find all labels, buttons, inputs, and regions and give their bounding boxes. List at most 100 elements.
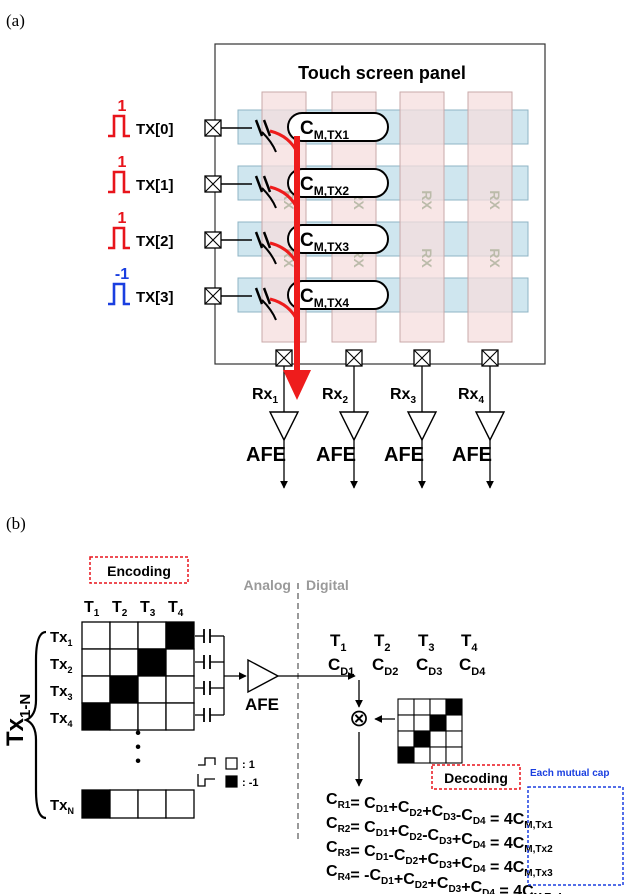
equation-part: 4C (513, 883, 534, 894)
equation-part: = (486, 859, 504, 876)
output-c-header: CD2 (372, 655, 398, 678)
encoding-row-label-main: Tx (50, 656, 68, 673)
decoding-cell (445, 730, 463, 748)
tx-label: TX[1] (136, 177, 174, 194)
equation-part: = (495, 883, 513, 894)
signal-lead (261, 131, 277, 153)
mutual-cap-label-sub: M,TX2 (314, 184, 350, 198)
equation-part: = (350, 867, 364, 884)
mutual-cap-pill (287, 224, 389, 254)
tx-label: TX[0] (136, 121, 174, 138)
rx-label-main: Rx (252, 386, 273, 403)
encoding-cell (81, 702, 111, 731)
decoding-cell (413, 730, 431, 748)
equation-subscript: D4 (473, 840, 486, 851)
equation-subscript: D1 (381, 876, 394, 887)
legend-text-negative: : -1 (242, 777, 259, 789)
equation-part: 4C (504, 859, 525, 876)
output-t-header: T2 (374, 631, 391, 654)
analog-label: Analog (244, 577, 291, 593)
output-t-header-main: T (461, 631, 472, 650)
encoding-row-label-main: Tx (50, 710, 68, 727)
panel-a-label: (a) (6, 11, 25, 30)
rx-electrode-label: RX (419, 190, 435, 210)
output-t-header-sub: 1 (340, 642, 346, 654)
encoding-row-label-last-main: Tx (50, 797, 68, 814)
equation-subscript: D4 (473, 816, 486, 827)
mutual-cap-label: CM,TX1 (300, 118, 349, 142)
capacitor-plate (262, 119, 272, 137)
mutual-cap-label-main: C (300, 118, 314, 139)
encoding-col-header-sub: 4 (178, 608, 184, 619)
output-c-header-sub: D3 (428, 666, 442, 678)
summed-current-arrow-head (283, 370, 311, 400)
signal-lead (261, 187, 277, 209)
equation-part: +C (394, 871, 415, 888)
equation-part: = (350, 795, 364, 812)
mutual-cap-label-sub: M,TX4 (314, 296, 350, 310)
rx-label-sub: 2 (342, 395, 348, 406)
equation-part: = (486, 835, 504, 852)
decoding-cell (445, 746, 463, 764)
decoding-cell (413, 698, 431, 716)
mutual-cap-label: CM,TX4 (300, 286, 349, 310)
equation-part: C (364, 819, 376, 836)
tx-label: TX[3] (136, 289, 174, 306)
encoding-cell (165, 702, 195, 731)
touch-panel-title: Touch screen panel (298, 63, 466, 83)
equation-subscript: D3 (439, 836, 452, 847)
decoding-cell (445, 698, 463, 716)
mutual-cap-pill (287, 168, 389, 198)
equation-part: +C (389, 823, 410, 840)
decoding-equation: CR4= -CD1+CD2+CD3+CD4 = 4CM,Tx4 (326, 863, 562, 894)
row-brace (23, 630, 47, 820)
rx-label: Rx1 (252, 386, 278, 406)
rx-label: Rx3 (390, 386, 416, 406)
tx-pulse-value: 1 (118, 98, 127, 115)
encoding-cell (81, 789, 111, 819)
afe-label: AFE (246, 444, 286, 466)
encoding-cell (109, 621, 139, 650)
encoding-cell (109, 702, 139, 731)
encoding-cell (109, 675, 139, 704)
decoding-label: Decoding (444, 770, 508, 786)
encoding-label: Encoding (107, 563, 171, 579)
decoding-cell (429, 698, 447, 716)
output-t-header: T3 (418, 631, 435, 654)
equation-subscript: R1 (338, 800, 351, 811)
afe-label-b: AFE (245, 695, 279, 714)
encoding-cell (109, 648, 139, 677)
signal-lead (261, 243, 277, 265)
mutual-cap-label-sub: M,TX3 (314, 240, 350, 254)
equation-subscript: D3 (443, 812, 456, 823)
decoding-cell (413, 714, 431, 732)
mutual-cap-label-main: C (300, 174, 314, 195)
panel-b-label: (b) (6, 514, 26, 533)
tx-connector-cross (204, 175, 222, 193)
mutual-cap-label: CM,TX2 (300, 174, 349, 198)
equation-subscript: D1 (376, 852, 389, 863)
rx-label-sub: 4 (478, 395, 484, 406)
equation-part: = (486, 811, 504, 828)
continuation-dot: • (135, 725, 141, 742)
equation-part: C (326, 815, 338, 832)
equation-part: C (326, 863, 338, 880)
encoding-col-header-main: T (112, 599, 122, 616)
output-t-header: T1 (330, 631, 347, 654)
mutual-cap-pill (287, 112, 389, 142)
capacitor-plate (254, 175, 264, 193)
encoding-cell (165, 675, 195, 704)
decoding-cell (445, 714, 463, 732)
encoding-cell (137, 621, 167, 650)
tx-connector-cross (204, 119, 222, 137)
afe-label: AFE (316, 444, 356, 466)
equation-subscript: D1 (376, 828, 389, 839)
equation-part: C (364, 843, 376, 860)
decoding-cell (429, 730, 447, 748)
rx-connector-cross (275, 349, 293, 367)
equation-part: -C (389, 847, 406, 864)
decoding-cell (429, 746, 447, 764)
decoding-cell (397, 698, 415, 716)
output-c-header-sub: D2 (384, 666, 398, 678)
